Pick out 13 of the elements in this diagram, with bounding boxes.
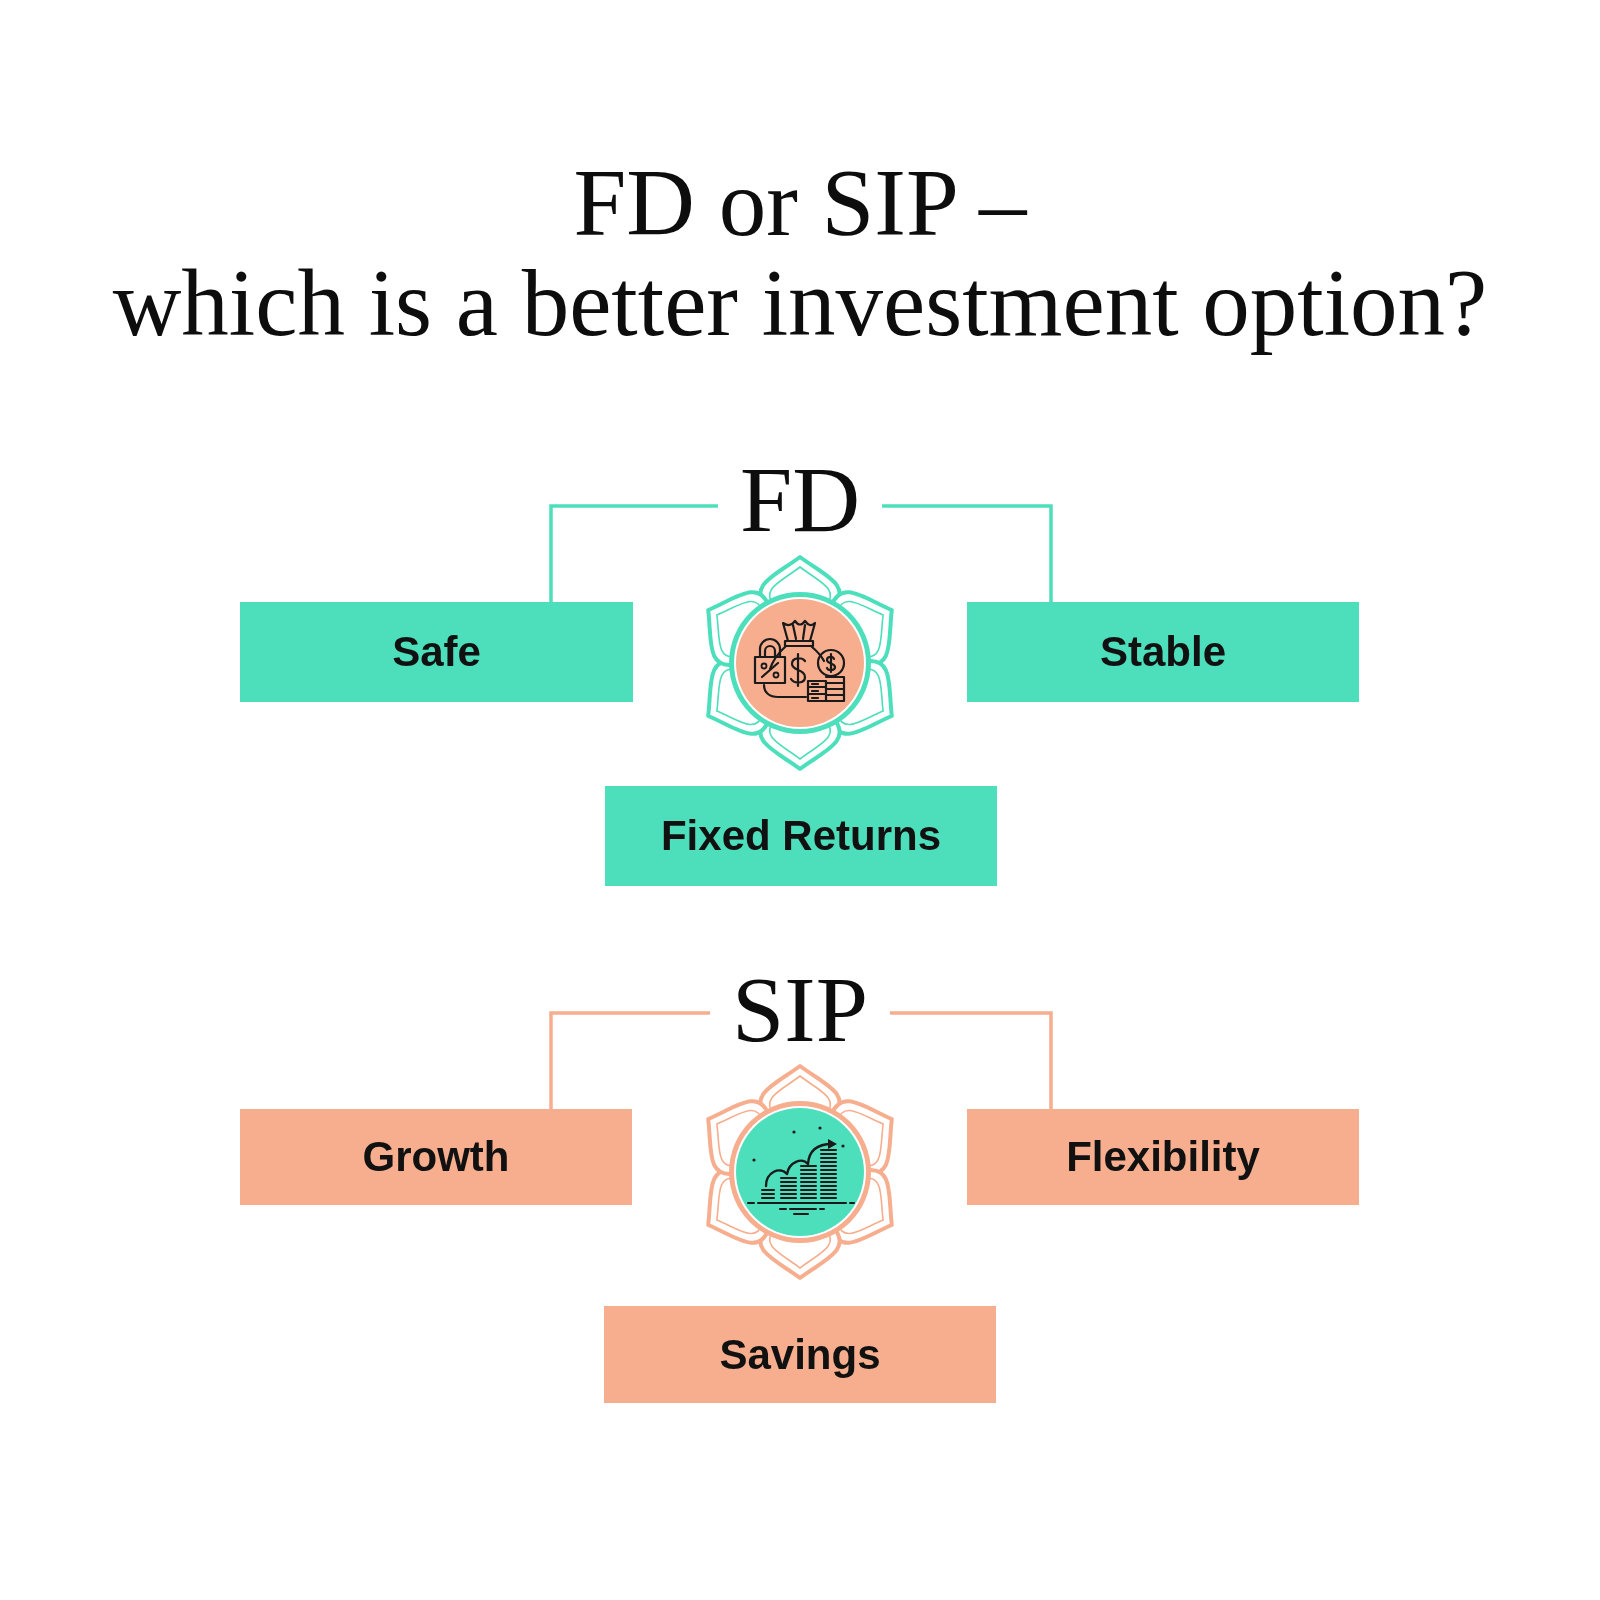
connector-line (889, 1011, 1053, 1109)
title: FD or SIP – which is a better investment option? (112, 149, 1488, 358)
heading-text: FD (717, 447, 883, 551)
connector-line (549, 1011, 711, 1109)
feature-box: Stable (967, 602, 1359, 702)
feature-box: Flexibility (967, 1109, 1359, 1205)
feature-box: Safe (240, 602, 633, 702)
connector-line (882, 504, 1053, 602)
feature-box: Savings (604, 1306, 996, 1403)
feature-box: Fixed Returns (605, 786, 997, 886)
heading-text: SIP (710, 957, 890, 1061)
connector-line (549, 504, 718, 602)
feature-box: Growth (240, 1109, 632, 1205)
